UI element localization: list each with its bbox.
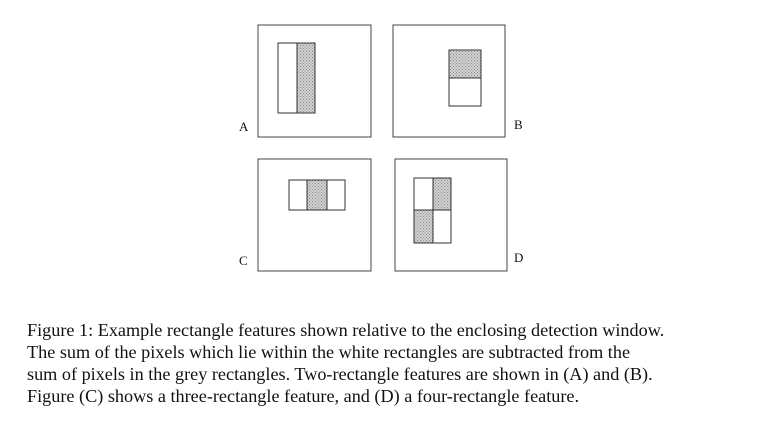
figure: A B C D (239, 24, 523, 272)
white-rect-d-bottom-right (432, 209, 452, 244)
white-rect-d-top-left (413, 177, 434, 211)
white-rect-c-left (288, 179, 308, 211)
panel-a: A (239, 24, 372, 138)
grey-rect-d-bottom-left (413, 209, 434, 244)
panel-c: C (239, 158, 372, 272)
caption-line-3: sum of pixels in the grey rectangles. Tw… (27, 364, 653, 384)
grey-rect-a (296, 42, 316, 114)
caption-line-2: The sum of the pixels which lie within t… (27, 342, 631, 362)
panel-b: B (392, 24, 523, 138)
figure-drawing: A B C D (239, 24, 523, 272)
panel-label-c: C (239, 253, 248, 268)
white-rect-a (277, 42, 298, 114)
grey-rect-b (448, 49, 482, 79)
white-rect-b (448, 77, 482, 107)
figure-caption: Figure 1: Example rectangle features sho… (27, 319, 739, 407)
white-rect-c-right (326, 179, 346, 211)
panel-label-b: B (514, 117, 523, 132)
panel-label-d: D (514, 250, 523, 265)
panel-label-a: A (239, 119, 249, 134)
caption-line-4: Figure (C) shows a three-rectangle featu… (27, 386, 580, 406)
detection-window-c (257, 158, 372, 272)
grey-rect-d-top-right (432, 177, 452, 211)
caption-line-1: Figure 1: Example rectangle features sho… (27, 320, 665, 340)
panel-d: D (394, 158, 523, 272)
grey-rect-c (306, 179, 328, 211)
